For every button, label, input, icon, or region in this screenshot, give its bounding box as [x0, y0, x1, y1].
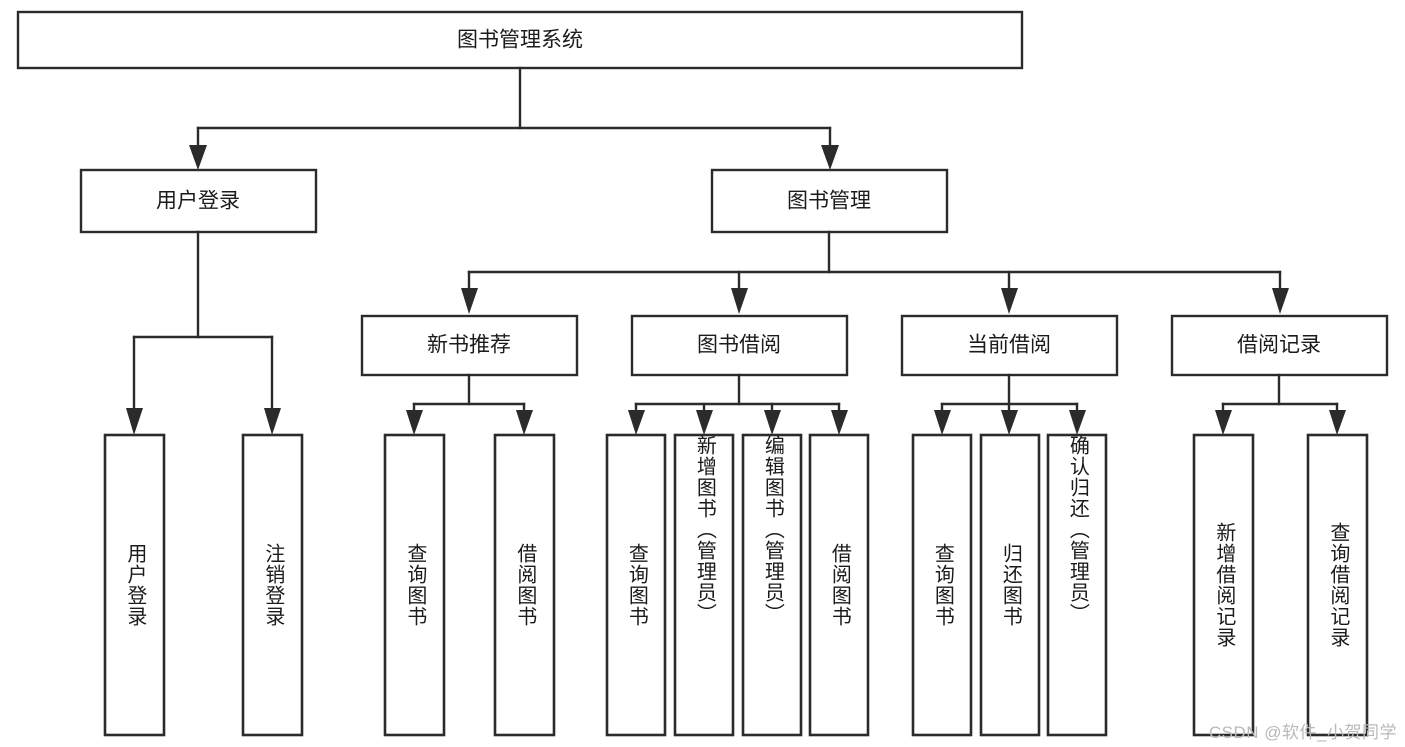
node-book-mgmt-label: 图书管理 [787, 190, 871, 213]
leaf-box-record-1[interactable] [1306, 433, 1369, 737]
arrowhead-recommend-c2 [516, 410, 533, 435]
arrowhead-root-to-login [189, 145, 207, 170]
node-current-borrow-label: 当前借阅 [967, 334, 1051, 357]
node-root-box[interactable] [16, 10, 1024, 70]
node-book-borrow-box[interactable] [630, 314, 849, 377]
leaf-box-current-2[interactable] [1046, 433, 1108, 737]
arrowhead-borrow-c3 [764, 410, 781, 435]
node-new-book-recommend-box[interactable] [360, 314, 579, 377]
arrowhead-borrow-c4 [831, 410, 848, 435]
leaf-box-recommend-1[interactable] [493, 433, 556, 737]
node-book-borrow-label: 图书借阅 [697, 334, 781, 357]
leaf-box-user-login-0[interactable] [103, 433, 166, 737]
arrowhead-bookmgmt-c3 [1001, 288, 1018, 314]
arrowhead-current-c1 [934, 410, 951, 435]
arrowhead-recommend-c1 [406, 410, 423, 435]
leaf-box-current-0[interactable] [911, 433, 973, 737]
arrowhead-bookmgmt-c4 [1272, 288, 1289, 314]
node-borrow-record-label: 借阅记录 [1237, 334, 1321, 357]
leaf-box-record-0[interactable] [1192, 433, 1255, 737]
node-user-login-label: 用户登录 [156, 190, 240, 213]
leaf-box-recommend-0[interactable] [383, 433, 446, 737]
leaf-box-borrow-1[interactable] [673, 433, 735, 737]
csdn-watermark: CSDN @软件_小贺同学 [1208, 723, 1397, 742]
arrowhead-login-c2 [264, 408, 281, 435]
arrowhead-current-c2 [1001, 410, 1018, 435]
arrowhead-root-to-bookmgmt [821, 145, 839, 170]
leaf-box-borrow-2[interactable] [741, 433, 803, 737]
node-root-label: 图书管理系统 [457, 29, 583, 52]
arrowhead-bookmgmt-c2 [731, 288, 748, 314]
arrowhead-borrow-c2 [696, 410, 713, 435]
node-book-mgmt-box[interactable] [710, 168, 949, 234]
arrowhead-record-c2 [1329, 410, 1346, 435]
arrowhead-borrow-c1 [628, 410, 645, 435]
arrowhead-record-c1 [1215, 410, 1232, 435]
node-borrow-record-box[interactable] [1170, 314, 1389, 377]
leaf-box-borrow-3[interactable] [808, 433, 870, 737]
arrowhead-bookmgmt-c1 [461, 288, 478, 314]
arrowhead-current-c3 [1069, 410, 1086, 435]
leaf-box-user-login-1[interactable] [241, 433, 304, 737]
leaf-box-borrow-0[interactable] [605, 433, 667, 737]
node-new-book-recommend-label: 新书推荐 [427, 334, 511, 357]
arrowhead-login-c1 [126, 408, 143, 435]
leaf-box-current-1[interactable] [979, 433, 1041, 737]
node-current-borrow-box[interactable] [900, 314, 1119, 377]
